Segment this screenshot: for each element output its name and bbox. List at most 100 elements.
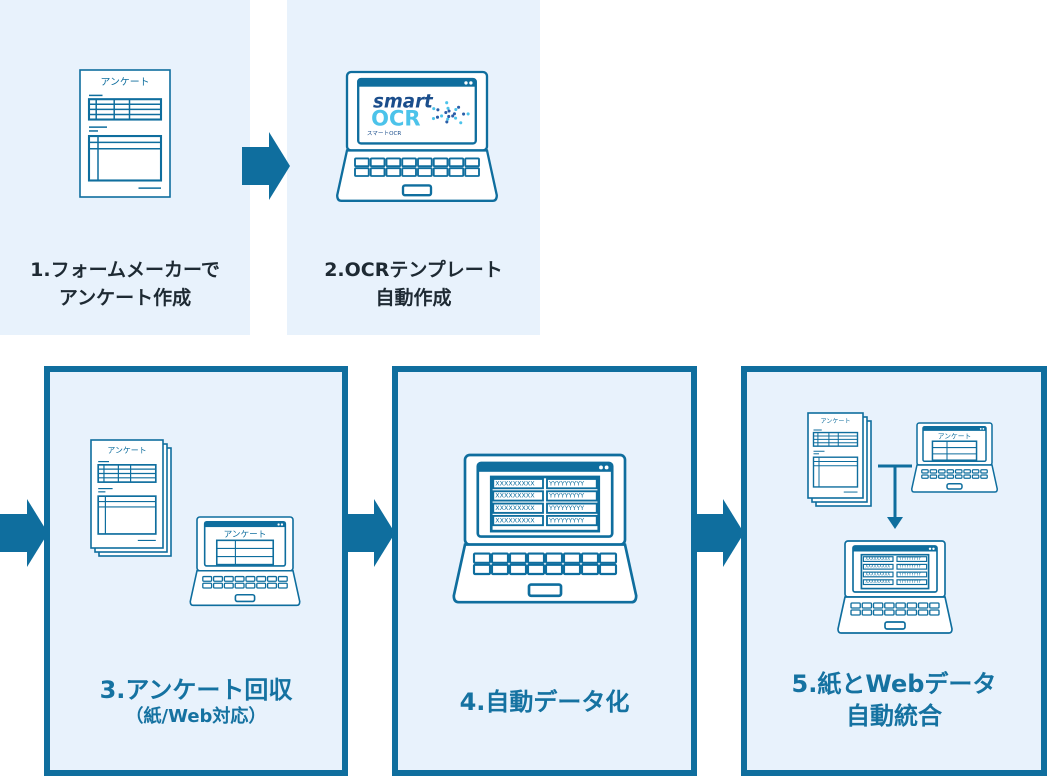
- step-3-title: 3.アンケート回収 （紙/Web対応）: [50, 674, 342, 728]
- smart-ocr-logo-kana: スマートOCR: [367, 130, 402, 137]
- keyboard-key: [234, 582, 245, 589]
- trackpad: [527, 583, 563, 598]
- keyboard-key: [562, 552, 582, 564]
- data-cell: [492, 514, 544, 527]
- laptop-web-survey-icon: アンケート: [910, 422, 999, 493]
- keyboard-key: [971, 474, 980, 479]
- logo-dot: [451, 114, 455, 118]
- keyboard-key: [202, 582, 213, 589]
- step-2-title-line2: 自動作成: [375, 287, 452, 309]
- keyboard-key: [385, 157, 402, 168]
- data-cell: [546, 478, 598, 490]
- window-dot: [604, 465, 609, 470]
- logo-dot: [452, 112, 457, 116]
- trackpad: [946, 483, 963, 490]
- laptop-data-table-icon: XXXXXXXXX YYYYYYYYY XXXXXXXXX YYYYYYYYY XXXX…: [452, 453, 638, 604]
- keyboard-key: [895, 609, 906, 616]
- keyboard-key: [917, 602, 929, 609]
- data-cell-text: YYYYYYYYY: [548, 516, 584, 524]
- logo-dot: [445, 120, 449, 124]
- step-4-title-line1: 4.自動データ化: [459, 688, 630, 716]
- data-cell: [896, 556, 928, 562]
- data-cell: [492, 478, 544, 490]
- data-cell: [862, 556, 894, 562]
- logo-dot: [459, 121, 463, 125]
- keyboard-key: [464, 157, 480, 168]
- keyboard-key: [526, 552, 546, 564]
- window-dot: [928, 547, 932, 550]
- keyboard-key: [277, 575, 288, 582]
- step-4-title: 4.自動データ化: [398, 686, 691, 718]
- step-1-panel: 1.フォームメーカーで アンケート作成: [0, 0, 250, 335]
- window-title-bar: [853, 546, 937, 552]
- window-dot: [280, 523, 284, 526]
- keyboard-key: [245, 582, 256, 589]
- data-cell-text: XXXXXXXXX: [495, 492, 535, 500]
- keyboard-key: [277, 582, 288, 589]
- survey-document-icon: アンケート: [79, 69, 171, 198]
- arrow-head: [723, 499, 744, 567]
- data-cell-text: XXXXXXXXX: [495, 504, 535, 512]
- keyboard-key: [202, 575, 213, 582]
- data-cell-text: YYYYYYYYY: [548, 492, 584, 500]
- trackpad: [401, 184, 433, 197]
- data-cell-text: YYYYYYYYY: [898, 571, 922, 576]
- keyboard-key: [417, 167, 433, 177]
- keyboard-key: [872, 602, 884, 609]
- step-3-title-line2: （紙/Web対応）: [125, 706, 267, 727]
- form-table: [931, 440, 978, 461]
- arrow-step3-to-step4: [347, 499, 395, 567]
- logo-dot: [444, 110, 448, 115]
- arrow-step4-to-step5: [696, 499, 744, 567]
- data-cell: [862, 563, 894, 570]
- keyboard-key: [946, 469, 955, 474]
- survey-title-text: アンケート: [224, 529, 267, 540]
- paper-sheet: [90, 439, 164, 549]
- arrow-shaft: [347, 514, 375, 552]
- data-cell-text: XXXXXXXXX: [865, 556, 890, 561]
- data-table: [860, 553, 930, 590]
- data-cell-text: XXXXXXXXX: [865, 579, 890, 584]
- keyboard-key: [256, 575, 267, 582]
- data-cell-text: YYYYYYYYY: [898, 579, 922, 584]
- keyboard-key: [850, 609, 861, 616]
- data-cell: [492, 502, 544, 514]
- data-cell-text: YYYYYYYYY: [548, 479, 584, 487]
- data-cell-text: XXXXXXXXX: [495, 479, 535, 487]
- keyboard-key: [369, 157, 386, 168]
- logo-dot: [436, 108, 440, 112]
- arrow-shaft: [242, 147, 270, 185]
- keyboard-key: [472, 552, 492, 564]
- step-5-title-line2: 自動統合: [846, 702, 942, 730]
- keyboard-key: [971, 469, 980, 474]
- keyboard-key: [544, 552, 564, 564]
- arrow-step1-to-step2: [242, 132, 290, 200]
- step-1-title: 1.フォームメーカーで アンケート作成: [0, 256, 250, 312]
- keyboard-key: [448, 157, 465, 168]
- arrow-shaft: [696, 514, 724, 552]
- paper-sheet: [79, 69, 171, 198]
- window-dot: [979, 427, 982, 430]
- doc-table: [87, 134, 163, 182]
- keyboard-key: [884, 609, 895, 616]
- step-1-title-line2: アンケート作成: [58, 287, 192, 309]
- keyboard-key: [490, 552, 510, 564]
- keyboard-key: [234, 575, 245, 582]
- data-cell-text: YYYYYYYYY: [898, 556, 922, 561]
- logo-dot: [454, 107, 458, 112]
- keyboard-key: [508, 552, 528, 564]
- arrow-head: [374, 499, 395, 567]
- data-cell: [896, 579, 928, 586]
- trackpad: [884, 621, 906, 630]
- keyboard-key: [212, 575, 224, 582]
- keyboard-key: [906, 609, 918, 616]
- logo-dot: [466, 112, 470, 116]
- data-cell: [546, 502, 598, 514]
- arrow-into-step3: [0, 499, 48, 567]
- logo-dot: [454, 116, 458, 120]
- keyboard-key: [861, 609, 873, 616]
- data-cell-text: YYYYYYYYY: [548, 504, 584, 512]
- keyboard-key: [921, 474, 929, 479]
- data-table: [489, 475, 601, 533]
